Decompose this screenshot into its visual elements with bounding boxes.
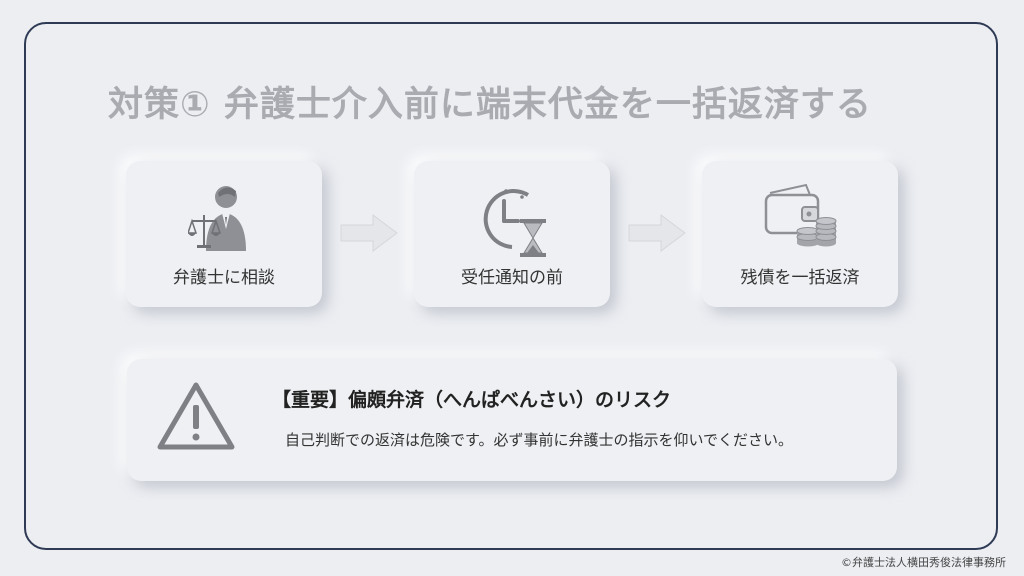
copyright-text: ©弁護士法人横田秀俊法律事務所 (841, 556, 1006, 569)
alert-body: 自己判断での返済は危険です。必ず事前に弁護士の指示を仰いでください。 (285, 431, 794, 449)
slide-frame (24, 22, 998, 550)
step-label: 残債を一括返済 (740, 268, 860, 288)
arrow-right-icon (628, 214, 686, 252)
lawyer-icon (186, 181, 260, 259)
warning-icon (155, 379, 237, 457)
step-card-consult: 弁護士に相談 (126, 161, 322, 307)
step-label: 弁護士に相談 (173, 268, 275, 288)
arrow-right-icon (340, 214, 398, 252)
slide-title: 対策① 弁護士介入前に端末代金を一括返済する (108, 85, 872, 125)
wallet-coins-icon (762, 181, 838, 255)
clock-hourglass-icon (472, 181, 552, 263)
step-card-before-notice: 受任通知の前 (414, 161, 610, 307)
risk-alert-box: 【重要】偏頗弁済（へんぱべんさい）のリスク 自己判断での返済は危険です。必ず事前… (127, 359, 897, 481)
step-label: 受任通知の前 (461, 268, 563, 288)
step-card-repay: 残債を一括返済 (702, 161, 898, 307)
alert-heading: 【重要】偏頗弁済（へんぱべんさい）のリスク (272, 389, 672, 411)
